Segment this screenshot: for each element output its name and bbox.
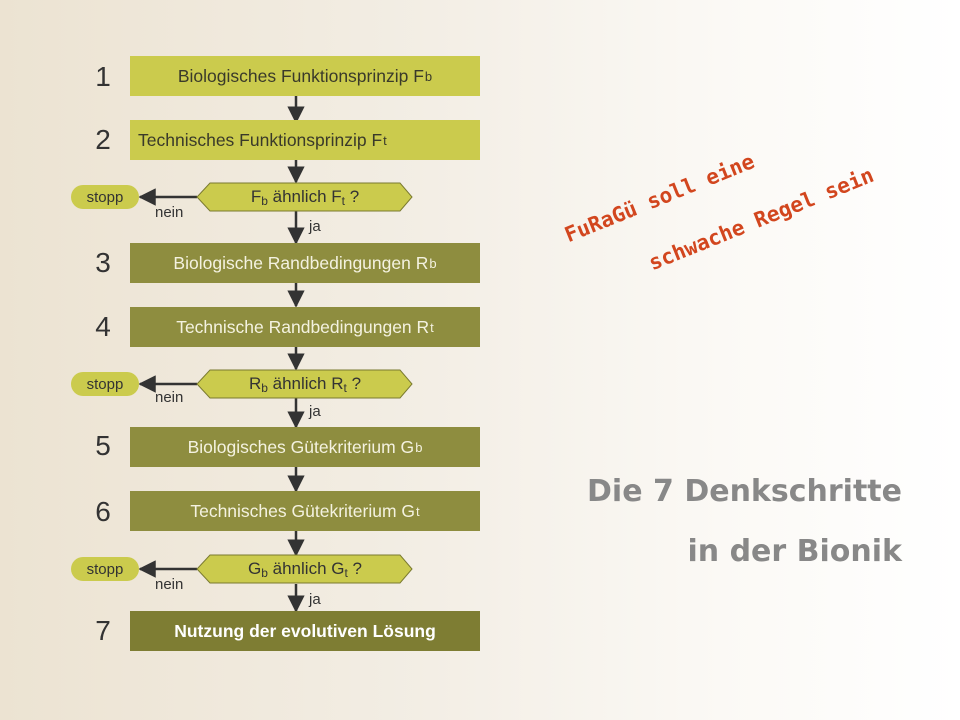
step-number-1: 1 xyxy=(95,61,111,92)
slide-title-line-1: Die 7 Denkschritte xyxy=(587,474,902,509)
decision-text-2: Rb ähnlich Rt ? xyxy=(248,374,362,395)
step-text-2: Technisches Funktionsprinzip F xyxy=(138,129,383,150)
step-number-4: 4 xyxy=(95,311,111,342)
slide-title-line-2: in der Bionik xyxy=(687,534,903,569)
step-number-6: 6 xyxy=(95,496,111,527)
step-text-3: Biologische Randbedingungen R xyxy=(173,252,429,273)
no-label-3: nein xyxy=(155,576,184,593)
yes-label-2: ja xyxy=(309,403,321,420)
decision-text-1: Fb ähnlich Ft ? xyxy=(250,187,360,208)
step-number-7: 7 xyxy=(95,615,111,646)
decision-hexagon-1 xyxy=(196,182,413,212)
step-number-5: 5 xyxy=(95,430,111,461)
yes-label-1: ja xyxy=(309,218,321,235)
stopp-terminal-1: stopp xyxy=(71,185,139,209)
step-sub-4: t xyxy=(430,319,434,335)
step-sub-6: t xyxy=(416,503,420,519)
step-number-3: 3 xyxy=(95,247,111,278)
decision-hexagon-3 xyxy=(196,554,413,584)
stopp-terminal-3: stopp xyxy=(71,557,139,581)
step-text-4: Technische Randbedingungen R xyxy=(176,316,430,337)
step-number-2: 2 xyxy=(95,124,111,155)
step-text-6: Technisches Gütekriterium G xyxy=(190,500,416,521)
step-sub-1: b xyxy=(424,68,433,84)
stopp-terminal-2: stopp xyxy=(71,372,139,396)
step-box-7: Nutzung der evolutiven Lösung xyxy=(130,611,480,651)
step-sub-5: b xyxy=(415,439,423,455)
decision-text-3: Gb ähnlich Gt ? xyxy=(248,559,362,580)
step-text-5: Biologisches Gütekriterium G xyxy=(187,436,415,457)
no-label-2: nein xyxy=(155,389,184,406)
step-text-7: Nutzung der evolutiven Lösung xyxy=(174,620,436,641)
step-sub-3: b xyxy=(429,255,437,271)
yes-label-3: ja xyxy=(309,591,321,608)
decision-hexagon-2 xyxy=(196,369,413,399)
step-sub-2: t xyxy=(383,132,387,148)
step-text-1: Biologisches Funktionsprinzip F xyxy=(177,65,424,86)
no-label-1: nein xyxy=(155,204,184,221)
